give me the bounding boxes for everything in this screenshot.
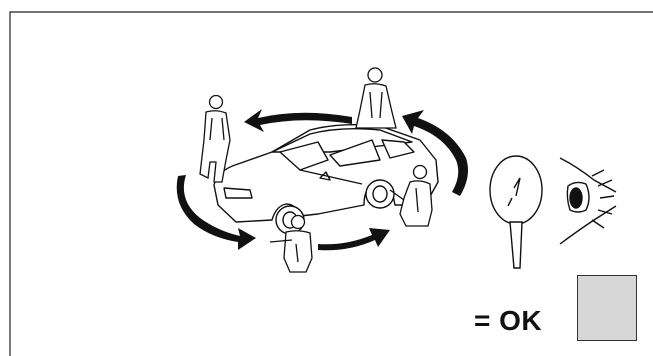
magnifier-icon [490, 156, 542, 268]
arrow-bottom [318, 228, 390, 250]
result-label: = OK [474, 305, 542, 337]
eye-icon [560, 158, 616, 244]
worker-top-icon [356, 68, 396, 128]
checkbox-ok[interactable] [577, 275, 637, 341]
